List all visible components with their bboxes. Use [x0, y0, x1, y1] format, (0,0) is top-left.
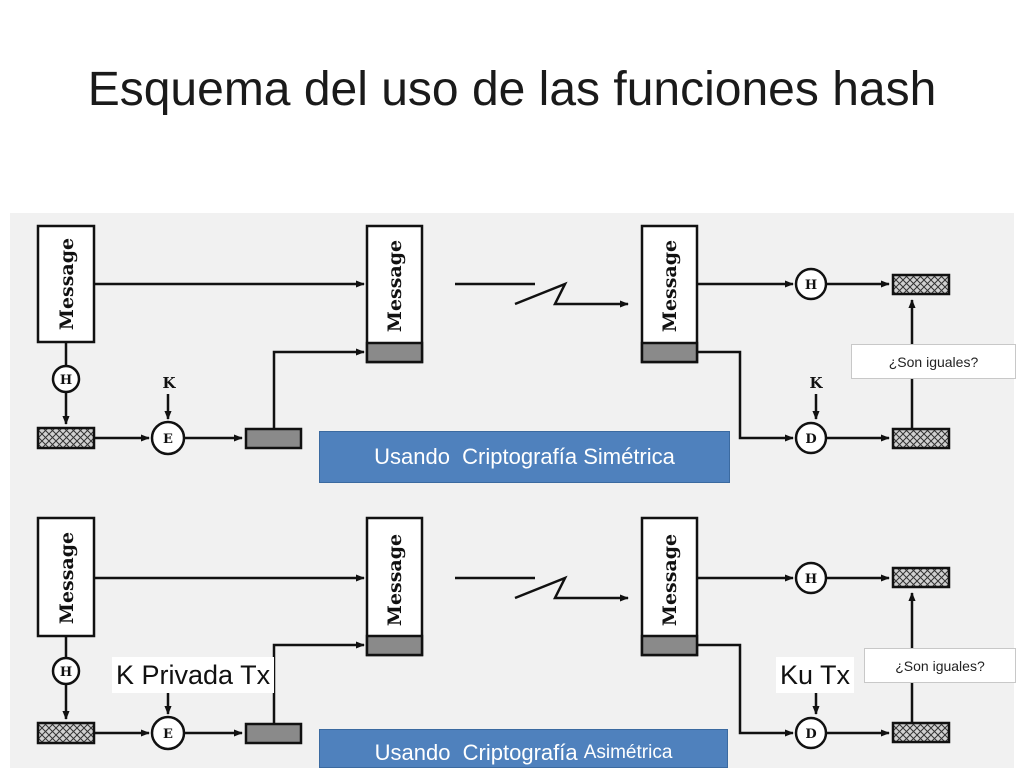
encrypt-label: E: [163, 432, 173, 447]
transmitted-hash-block: [365, 634, 424, 657]
asymmetric-scheme: [36, 516, 951, 751]
sender-private-key-label: K Privada Tx: [112, 657, 275, 693]
hash-label: H: [805, 572, 817, 587]
receiver-public-key-label: Ku Tx: [776, 657, 855, 693]
comparison-question-text: ¿Son iguales?: [888, 353, 979, 370]
encrypted-hash-block: [244, 427, 303, 450]
comparison-question-text: ¿Son iguales?: [895, 657, 985, 674]
encrypt-label: E: [163, 727, 173, 742]
message-label: Message: [659, 534, 681, 626]
hash-label: H: [60, 373, 72, 388]
key-label: K: [809, 374, 823, 392]
slide-title: Esquema del uso de las funciones hash: [87, 63, 937, 116]
receiver-hash-block: [640, 634, 699, 657]
encrypted-hash-block: [244, 722, 303, 745]
message-label: Message: [384, 534, 406, 626]
symmetric-caption: Usando Criptografía Simétrica: [319, 431, 730, 483]
decrypt-label: D: [805, 727, 816, 742]
message-label: Message: [659, 240, 681, 332]
asymmetric-caption-text: Usando Criptografía: [374, 740, 584, 765]
message-label: Message: [56, 532, 78, 624]
hash-label: H: [60, 665, 72, 680]
decrypted-hash-block: [891, 427, 951, 450]
comparison-question: ¿Son iguales?: [864, 648, 1016, 683]
key-label: K: [162, 374, 176, 392]
transmitted-hash-block: [365, 341, 424, 364]
message-label: Message: [384, 240, 406, 332]
asymmetric-caption: Usando Criptografía Asimétrica: [319, 729, 728, 768]
sender-hash-block: [36, 426, 96, 450]
transmitted-message-block: [365, 516, 424, 657]
receiver-message-block: [640, 224, 699, 364]
asymmetric-caption-tail: Asimétrica: [583, 742, 673, 763]
symmetric-scheme: [36, 224, 951, 456]
symmetric-caption-text: Usando Criptografía Simétrica: [374, 444, 675, 469]
computed-hash-block: [891, 566, 951, 589]
hash-label: H: [805, 278, 817, 293]
receiver-message-block: [640, 516, 699, 657]
receiver-hash-block: [640, 341, 699, 364]
message-label: Message: [56, 238, 78, 330]
sender-hash-block: [36, 721, 96, 745]
comparison-question: ¿Son iguales?: [851, 344, 1016, 379]
decrypt-label: D: [805, 432, 816, 447]
decrypted-hash-block: [891, 721, 951, 744]
computed-hash-block: [891, 273, 951, 296]
